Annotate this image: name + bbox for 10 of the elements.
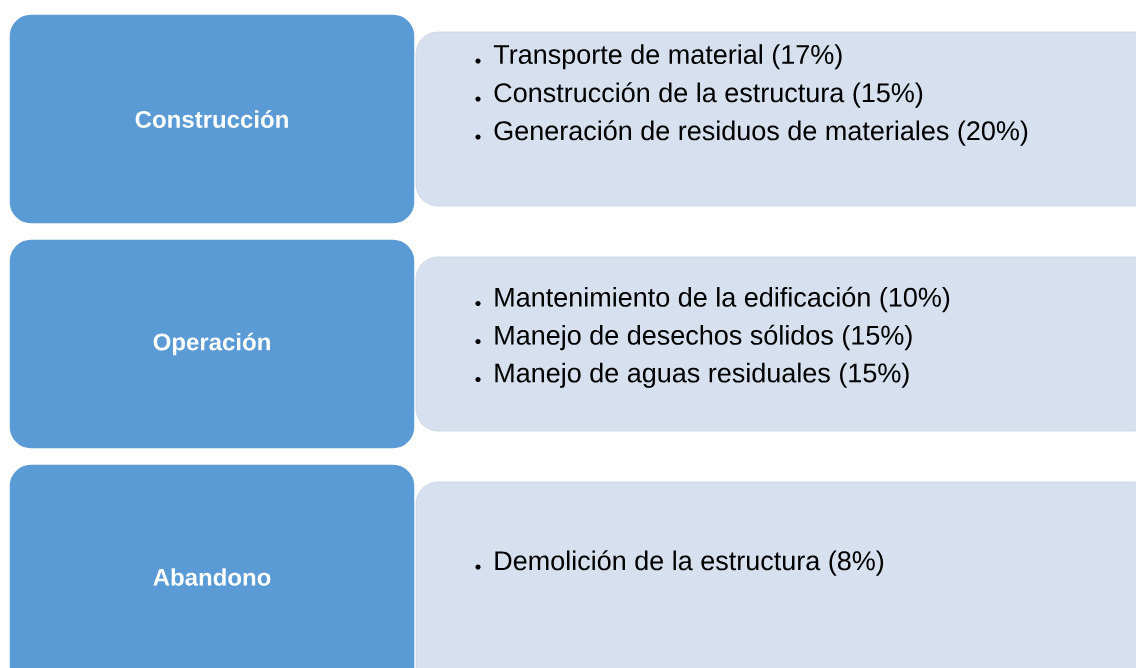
bullet-item: Demolición de la estructura (8%) — [475, 550, 884, 576]
bullet-item: Generación de residuos de materiales (20%) — [475, 120, 1028, 146]
bullet-item: Mantenimiento de la edificación (10%) — [475, 286, 950, 313]
bullet-item: Transporte de material (17%) — [475, 44, 842, 70]
bullet-item: Manejo de desechos sólidos (15%) — [475, 324, 912, 351]
stage-box: Construcción — [8, 13, 416, 225]
stage-box: Abandono — [8, 463, 416, 668]
stage-box: Operación — [8, 238, 416, 450]
bullet-item: Construcción de la estructura (15%) — [475, 82, 923, 108]
bullet-item: Manejo de aguas residuales (15%) — [475, 362, 909, 388]
